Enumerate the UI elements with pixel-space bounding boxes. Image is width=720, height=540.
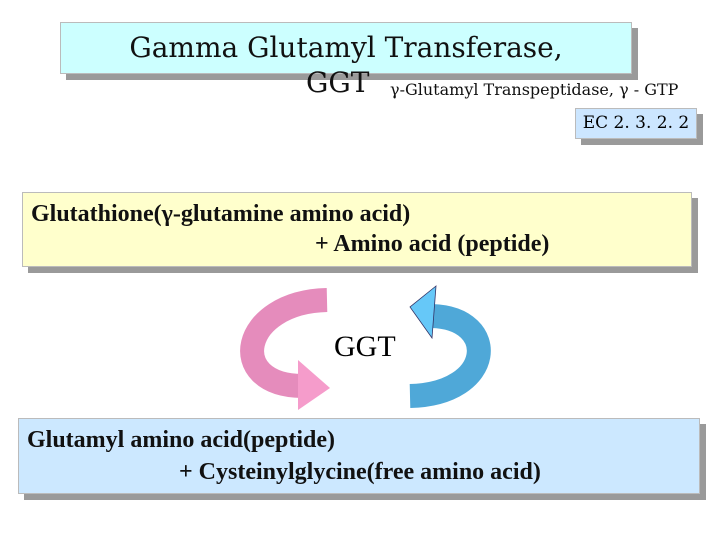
pink-arrow bbox=[240, 288, 330, 410]
title-line2: GGT bbox=[306, 66, 370, 99]
ec-number-box: EC 2. 3. 2. 2 bbox=[575, 108, 697, 139]
enzyme-label: GGT bbox=[334, 330, 396, 363]
product-line2: + Cysteinylglycine(free amino acid) bbox=[179, 459, 541, 485]
substrate-line2: + Amino acid (peptide) bbox=[315, 231, 550, 257]
title-box: Gamma Glutamyl Transferase, bbox=[60, 22, 632, 74]
subtitle: γ-Glutamyl Transpeptidase, γ - GTP bbox=[390, 80, 679, 99]
product-line1: Glutamyl amino acid(peptide) bbox=[27, 427, 336, 453]
product-box: Glutamyl amino acid(peptide) + Cysteinyl… bbox=[18, 418, 700, 494]
substrate-box: Glutathione(γ-glutamine amino acid) + Am… bbox=[22, 192, 692, 267]
substrate-line1: Glutathione(γ-glutamine amino acid) bbox=[31, 201, 411, 227]
title-line1: Gamma Glutamyl Transferase, bbox=[129, 31, 563, 64]
blue-arrow bbox=[409, 285, 491, 408]
